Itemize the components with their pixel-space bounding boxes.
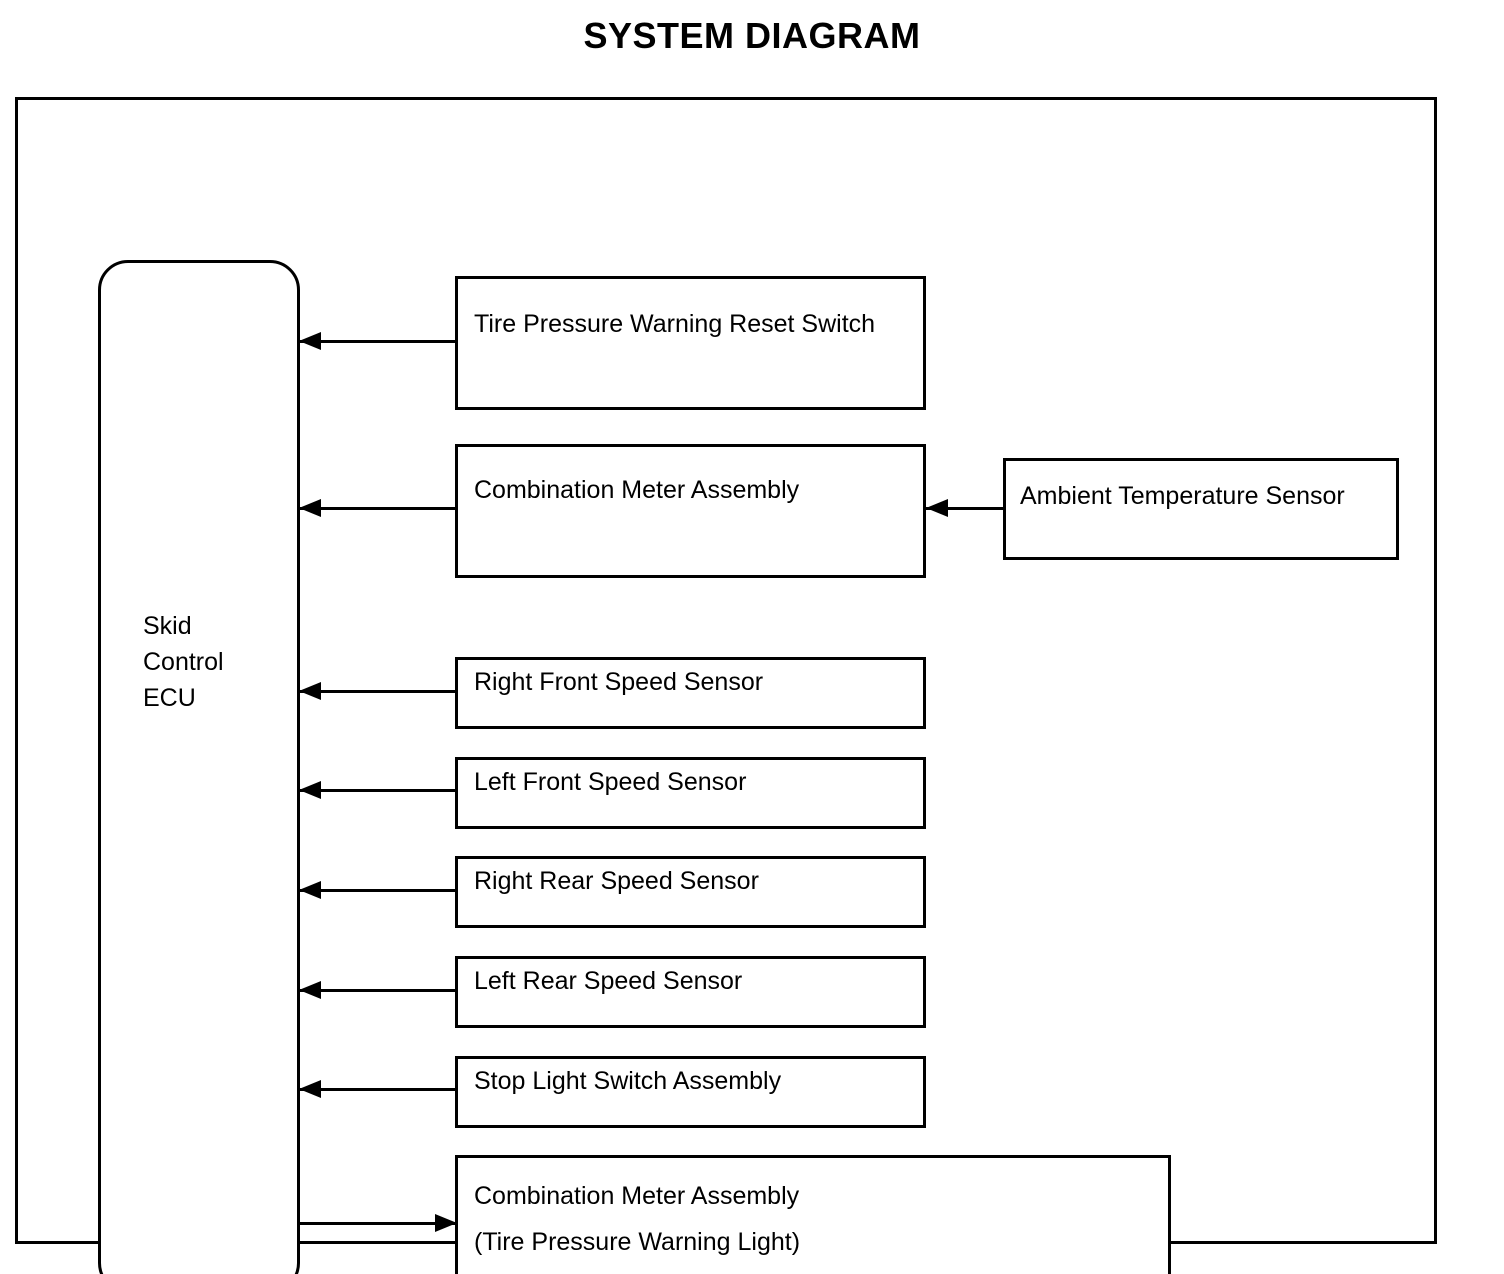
node-skid-control-ecu[interactable]: [98, 260, 300, 1274]
node-combination-meter-assembly-label: Combination Meter Assembly: [474, 476, 800, 504]
node-left-front-speed-sensor-label: Left Front Speed Sensor: [474, 768, 747, 796]
page-title: SYSTEM DIAGRAM: [583, 15, 921, 56]
arrowhead-left-icon: [299, 981, 321, 999]
arrowhead-left-icon: [299, 332, 321, 350]
ecu-label-line-2: Control: [143, 648, 224, 676]
node-left-rear-speed-sensor-label: Left Rear Speed Sensor: [474, 967, 743, 995]
arrowhead-right-icon: [435, 1214, 457, 1232]
node-right-rear-speed-sensor-label: Right Rear Speed Sensor: [474, 867, 759, 895]
connector-stop-light-switch-assembly-to-ecu: [299, 1088, 457, 1091]
node-right-front-speed-sensor-label: Right Front Speed Sensor: [474, 668, 764, 696]
arrowhead-left-icon: [299, 682, 321, 700]
node-tire-pressure-warning-reset-switch-label: Tire Pressure Warning Reset Switch: [474, 310, 876, 338]
connector-ecu-to-combination-meter-assembly-warning-light: [299, 1222, 457, 1225]
ecu-label-line-3: ECU: [143, 684, 196, 712]
connector-right-rear-speed-sensor-to-ecu: [299, 889, 457, 892]
ecu-label-line-1: Skid: [143, 612, 192, 640]
node-combination-meter-assembly[interactable]: [455, 444, 926, 578]
connector-left-rear-speed-sensor-to-ecu: [299, 989, 457, 992]
node-tire-pressure-warning-reset-switch[interactable]: [455, 276, 926, 410]
arrowhead-left-icon: [299, 881, 321, 899]
node-ambient-temperature-sensor[interactable]: [1003, 458, 1399, 560]
arrowhead-left-icon: [926, 499, 948, 517]
node-stop-light-switch-assembly-label: Stop Light Switch Assembly: [474, 1067, 782, 1095]
connector-tire-pressure-warning-reset-switch-to-ecu: [299, 340, 457, 343]
connector-combination-meter-assembly-to-ecu: [299, 507, 457, 510]
warning-light-label-line-1: Combination Meter Assembly: [474, 1182, 800, 1210]
node-ambient-temperature-sensor-label: Ambient Temperature Sensor: [1020, 482, 1345, 510]
arrowhead-left-icon: [299, 781, 321, 799]
node-combination-meter-assembly-warning-light-label: Combination Meter Assembly (Tire Pressure…: [474, 1173, 800, 1265]
node-stop-light-switch-assembly[interactable]: [455, 1056, 926, 1128]
arrowhead-left-icon: [299, 1080, 321, 1098]
connector-ambient-temperature-sensor-to-combination-meter-assembly: [926, 507, 1005, 510]
node-combination-meter-assembly-warning-light[interactable]: [455, 1155, 1171, 1274]
node-left-front-speed-sensor[interactable]: [455, 757, 926, 829]
arrowhead-left-icon: [299, 499, 321, 517]
node-right-front-speed-sensor[interactable]: [455, 657, 926, 729]
warning-light-label-line-2: (Tire Pressure Warning Light): [474, 1228, 801, 1256]
node-right-rear-speed-sensor[interactable]: [455, 856, 926, 928]
connector-right-front-speed-sensor-to-ecu: [299, 690, 457, 693]
connector-left-front-speed-sensor-to-ecu: [299, 789, 457, 792]
node-left-rear-speed-sensor[interactable]: [455, 956, 926, 1028]
